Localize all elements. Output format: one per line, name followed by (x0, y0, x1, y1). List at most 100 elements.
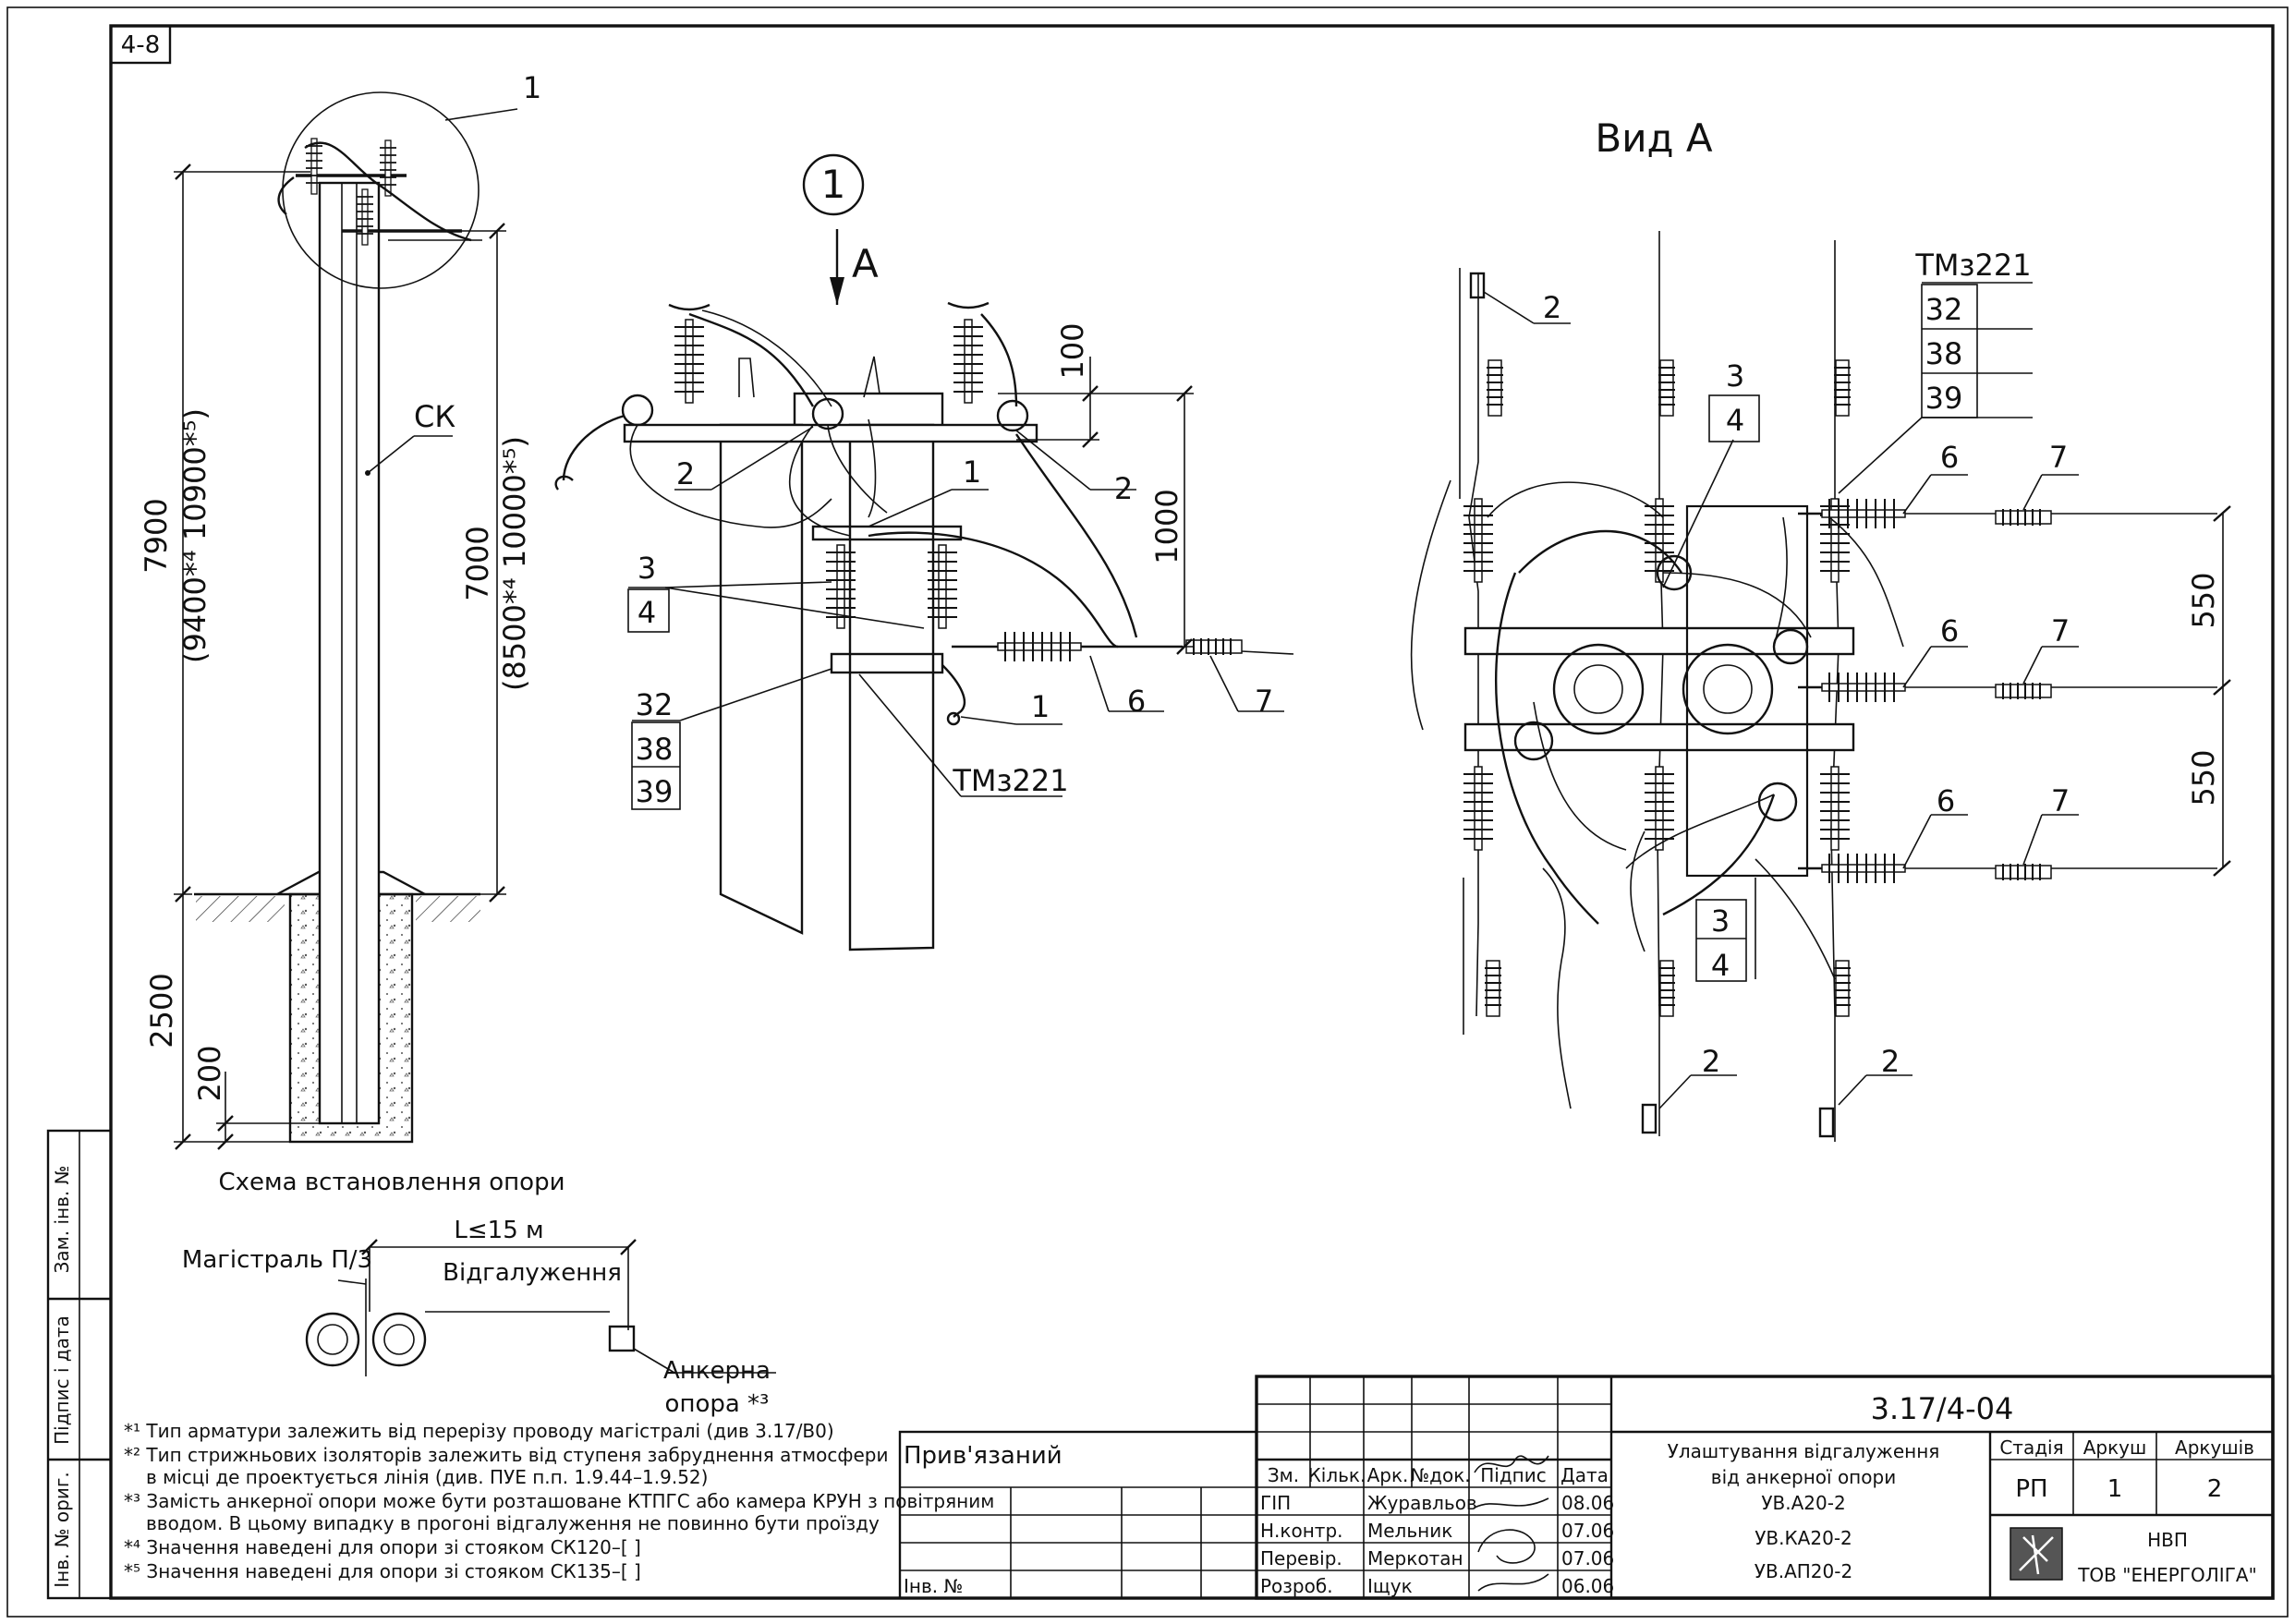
view-a-title: Вид А (1595, 115, 1712, 161)
main-line-pole-1 (305, 1312, 360, 1367)
va-label-2-bottom-b: 2 (1881, 1044, 1900, 1079)
tb-h-kilk: Кільк. (1308, 1464, 1366, 1486)
d1-label-7: 7 (1255, 684, 1273, 719)
crossarm (623, 423, 1038, 443)
tb-role-2: Перевір. (1260, 1547, 1342, 1569)
va-label-7-b: 7 (2051, 613, 2070, 648)
d1-label-39: 39 (636, 774, 674, 809)
dim-7900: 7900 (139, 498, 174, 573)
sheet-code-box (109, 24, 172, 65)
tb-desc-4: УВ.АП20-2 (1755, 1560, 1852, 1582)
dim-550-upper: 550 (2186, 572, 2221, 628)
schema-callout-1: 1 (523, 70, 541, 105)
note-3b: вводом. В цьому випадку в прогоні відгал… (146, 1512, 880, 1534)
plan-branch: Відгалуження (443, 1259, 622, 1287)
signature-3 (1477, 1573, 1549, 1592)
tb-name-0: Журавльов (1367, 1492, 1477, 1514)
va-label-3-top: 3 (1726, 358, 1744, 394)
tb-org-1: НВП (2147, 1529, 2188, 1551)
dim-100: 100 (1055, 322, 1090, 379)
d1-label-4: 4 (638, 595, 656, 630)
va-label-2-bottom-a: 2 (1702, 1044, 1720, 1079)
d1-label-2-left: 2 (676, 456, 695, 491)
notes: *¹ Тип арматури залежить від перерізу пр… (124, 1420, 994, 1582)
tb-h-data: Дата (1560, 1464, 1609, 1486)
va-label-7-a: 7 (2049, 440, 2068, 475)
tb-date-2: 07.06 (1561, 1547, 1614, 1569)
d1-label-2-right: 2 (1114, 471, 1133, 506)
dim-200: 200 (192, 1045, 227, 1101)
note-3: *³ Замість анкерної опори може бути розт… (124, 1490, 994, 1512)
dim-7000: 7000 (460, 526, 495, 600)
plan-length: L≤15 м (454, 1217, 543, 1244)
tb-name-3: Іщук (1367, 1575, 1413, 1597)
view-a-upper-crossarm (1463, 626, 1855, 656)
detail-1-marker-label: 1 (821, 162, 846, 207)
tb-sheets-label: Аркушів (2175, 1436, 2254, 1459)
tb-inv-no: Інв. № (904, 1575, 963, 1597)
signature-2 (1477, 1529, 1536, 1564)
view-arrow-label: A (852, 241, 879, 286)
va-label-2-top: 2 (1543, 290, 1561, 325)
tb-role-0: ГІП (1260, 1492, 1291, 1514)
plan-main-line: Магістраль П/3 (182, 1246, 372, 1274)
tb-sheet: 1 (2107, 1475, 2123, 1503)
note-1: *¹ Тип арматури залежить від перерізу пр… (124, 1420, 834, 1442)
d1-label-1-top: 1 (963, 454, 981, 490)
tb-desc-1: від анкерної опори (1711, 1466, 1896, 1488)
va-label-3-bottom: 3 (1711, 903, 1730, 939)
dim-8500: (8500*⁴ 10000*⁵) (497, 436, 532, 691)
plan-anchor-2: опора *³ (665, 1390, 770, 1418)
title-block: Прив'язаний Інв. № Зм. Кільк. Арк. №док.… (898, 1375, 2275, 1600)
signature-1 (1474, 1497, 1549, 1509)
side-stamp: Зам. інв. № Підпис і дата Інв. № ориг. (46, 1129, 113, 1600)
tb-name-2: Меркотан (1367, 1547, 1463, 1569)
d1-label-tmz221: ТМз221 (952, 763, 1068, 798)
pole-ck (318, 181, 381, 1125)
d1-label-38: 38 (636, 732, 674, 767)
va-label-tmz221: ТМз221 (1914, 248, 2031, 283)
tb-role-3: Розроб. (1260, 1575, 1333, 1597)
dim-2500: 2500 (144, 973, 179, 1048)
va-label-4-bottom: 4 (1711, 948, 1730, 983)
plan-schema: L≤15 м Магістраль П/3 Відгалуження Анкер… (182, 1217, 776, 1418)
va-label-32: 32 (1925, 292, 1963, 327)
note-2b: в місці де проектується лінія (див. ПУЕ … (146, 1466, 708, 1488)
view-a: Вид А (1410, 115, 2231, 1142)
d1-label-3: 3 (638, 551, 656, 586)
tb-stage: РП (2015, 1475, 2047, 1503)
tb-stage-label: Стадія (1999, 1436, 2063, 1459)
side-inv-orig: Інв. № ориг. (51, 1472, 73, 1587)
va-label-39: 39 (1925, 381, 1963, 416)
va-label-7-c: 7 (2051, 783, 2070, 818)
dim-1000: 1000 (1149, 489, 1184, 564)
detail-1: 1 A (554, 153, 1294, 951)
dim-550-lower: 550 (2186, 749, 2221, 806)
d1-label-1-bottom: 1 (1031, 689, 1050, 724)
tb-h-zm: Зм. (1268, 1464, 1299, 1486)
tb-desc-3: УВ.КА20-2 (1755, 1527, 1852, 1549)
detail-1-marker (802, 153, 865, 216)
pole-schema: 1 СК 7900 (9400*⁴ 10900*⁵) 7000 (8500*⁴ … (139, 70, 565, 1196)
note-5: *⁵ Значення наведені для опори зі стояко… (124, 1560, 641, 1582)
tb-h-pidpys: Підпис (1480, 1464, 1547, 1486)
va-label-6-a: 6 (1940, 440, 1959, 475)
signature-0 (1474, 1455, 1549, 1473)
tb-doc-code: 3.17/4-04 (1871, 1391, 2014, 1426)
d1-label-6: 6 (1127, 684, 1146, 719)
d1-label-32: 32 (636, 687, 674, 722)
tb-sheets: 2 (2207, 1475, 2223, 1503)
label-ck: СК (414, 399, 455, 434)
tb-pryvyazanyi: Прив'язаний (904, 1442, 1062, 1470)
tb-desc-0: Улаштування відгалуження (1668, 1440, 1940, 1462)
tb-sheet-label: Аркуш (2083, 1436, 2147, 1459)
tb-date-1: 07.06 (1561, 1520, 1614, 1542)
tb-role-1: Н.контр. (1260, 1520, 1343, 1542)
tb-name-1: Мельник (1367, 1520, 1452, 1542)
tb-date-3: 06.06 (1561, 1575, 1614, 1597)
dim-9400: (9400*⁴ 10900*⁵) (177, 408, 212, 663)
anchor-pole (608, 1325, 636, 1352)
view-a-lower-crossarm (1463, 722, 1855, 752)
note-4: *⁴ Значення наведені для опори зі стояко… (124, 1536, 641, 1558)
